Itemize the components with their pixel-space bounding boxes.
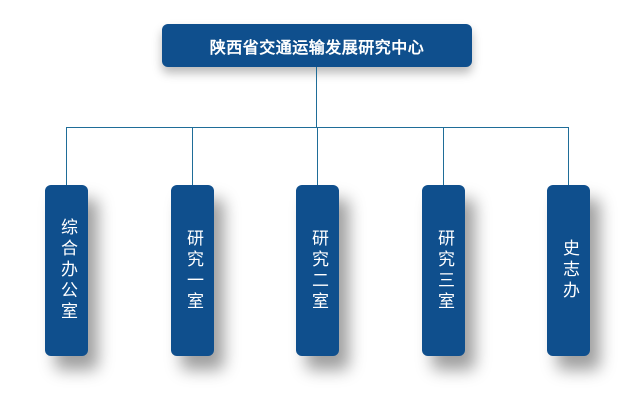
branch-connector-2: [192, 127, 193, 185]
department-node-history-office: 史志办: [547, 185, 590, 356]
root-node: 陕西省交通运输发展研究中心: [162, 24, 472, 67]
department-node-general-office: 综合办公室: [45, 185, 88, 356]
branch-connector-5: [568, 127, 569, 185]
department-label: 研究三室: [434, 228, 454, 313]
department-label: 研究二室: [308, 228, 328, 313]
department-node-research-room-2: 研究二室: [296, 185, 339, 356]
department-label: 研究一室: [183, 228, 203, 313]
branch-connector-3: [317, 127, 318, 185]
trunk-connector: [316, 67, 317, 128]
department-label: 史志办: [559, 239, 579, 302]
branch-connector-1: [66, 127, 67, 185]
department-label: 综合办公室: [57, 218, 77, 323]
branch-connector-4: [443, 127, 444, 185]
root-node-label: 陕西省交通运输发展研究中心: [209, 37, 425, 57]
department-node-research-room-1: 研究一室: [171, 185, 214, 356]
department-node-research-room-3: 研究三室: [422, 185, 465, 356]
